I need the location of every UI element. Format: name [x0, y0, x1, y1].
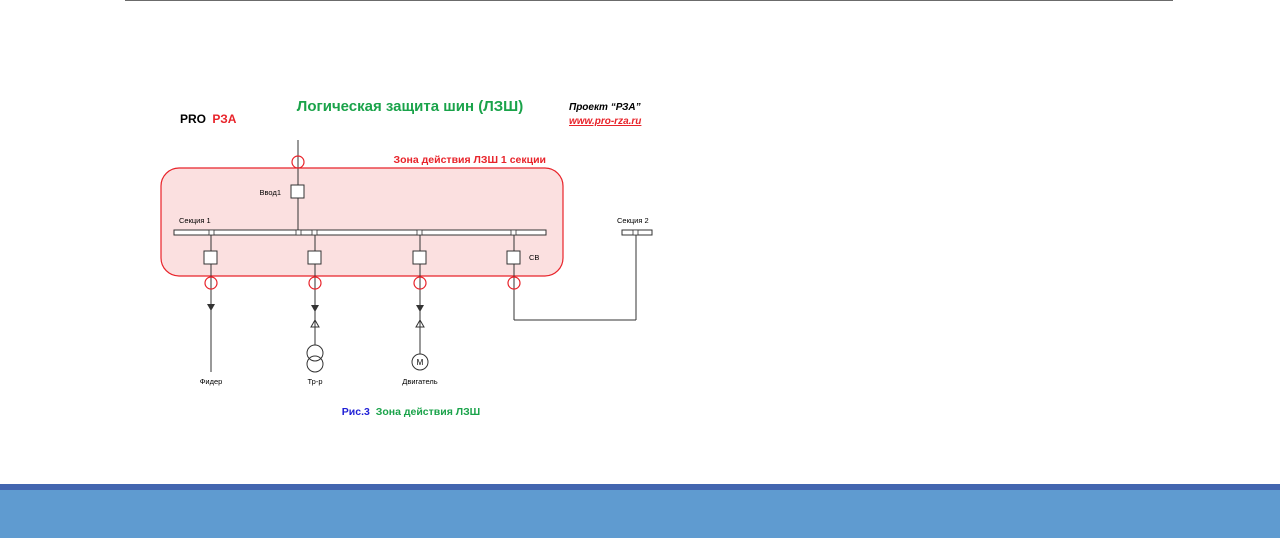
- transformer-label: Тр-р: [308, 377, 323, 386]
- motor-arrow-up: [415, 318, 425, 328]
- brand-suffix: РЗА: [212, 112, 236, 126]
- motor-icon: [411, 353, 429, 371]
- feeder-label: Фидер: [200, 377, 223, 386]
- transformer-arrow-down: [311, 305, 319, 312]
- caption-prefix: Рис.3: [342, 406, 370, 418]
- bottom-bar: [0, 484, 1280, 538]
- transformer-breaker: [307, 250, 322, 265]
- project-url[interactable]: www.pro-rza.ru: [569, 116, 641, 127]
- caption-text: Зона действия ЛЗШ: [376, 406, 480, 418]
- motor-breaker: [412, 250, 427, 265]
- bus-node: [295, 229, 302, 236]
- section2-label: Секция 2: [617, 216, 649, 225]
- top-divider: [125, 0, 1173, 1]
- section1-bus: [173, 229, 547, 236]
- bus-node: [510, 229, 517, 236]
- sectional-ct-circle: [507, 276, 521, 290]
- input-breaker: [290, 184, 305, 199]
- zone-label: Зона действия ЛЗШ 1 секции: [394, 154, 546, 166]
- feeder-ct-circle: [204, 276, 218, 290]
- sectional-breaker-label: СВ: [529, 253, 539, 262]
- motor-symbol: M: [417, 358, 424, 367]
- figure-caption: Рис.3 Зона действия ЛЗШ: [342, 406, 480, 418]
- feeder-breaker: [203, 250, 218, 265]
- brand-logo: PRO РЗА: [180, 112, 237, 126]
- diagram-title: Логическая защита шин (ЛЗШ): [297, 98, 523, 115]
- feeder-arrow: [207, 304, 215, 311]
- motor-arrow-down: [416, 305, 424, 312]
- protection-zone-area: [160, 167, 564, 277]
- lzsh-diagram: PRO РЗА Логическая защита шин (ЛЗШ) Прое…: [160, 98, 653, 418]
- sectional-breaker: [506, 250, 521, 265]
- motor-label: Двигатель: [402, 377, 437, 386]
- project-label: Проект “РЗА”: [569, 102, 641, 113]
- input-label: Ввод1: [260, 188, 281, 197]
- bus-node: [416, 229, 423, 236]
- transformer-winding-icon: [306, 355, 324, 373]
- brand-prefix: PRO: [180, 112, 206, 126]
- section1-label: Секция 1: [179, 216, 211, 225]
- bus-node: [208, 229, 215, 236]
- bus-node: [632, 229, 639, 236]
- transformer-ct-circle: [308, 276, 322, 290]
- transformer-arrow-up: [310, 318, 320, 328]
- motor-ct-circle: [413, 276, 427, 290]
- bus-node: [311, 229, 318, 236]
- input-ct-circle: [291, 155, 305, 169]
